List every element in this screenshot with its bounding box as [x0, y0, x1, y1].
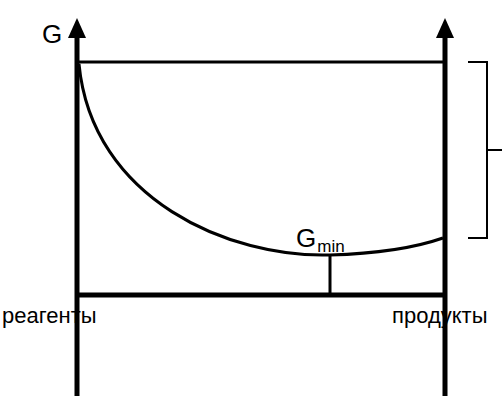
bracket [468, 62, 502, 238]
minimum-tick [329, 255, 332, 295]
left-axis [75, 32, 80, 396]
energy-curve [79, 64, 443, 255]
axis-arrowhead [68, 18, 86, 38]
top-line [77, 61, 445, 64]
axis-label: G [42, 20, 62, 49]
right-axis [443, 32, 448, 396]
minimum-label: G [296, 224, 316, 253]
subscript-label: min [317, 238, 344, 257]
baseline [75, 293, 447, 298]
products-label: продукты [392, 304, 488, 328]
reactants-label: реагенты [2, 304, 97, 328]
axis-arrowhead [436, 18, 454, 38]
